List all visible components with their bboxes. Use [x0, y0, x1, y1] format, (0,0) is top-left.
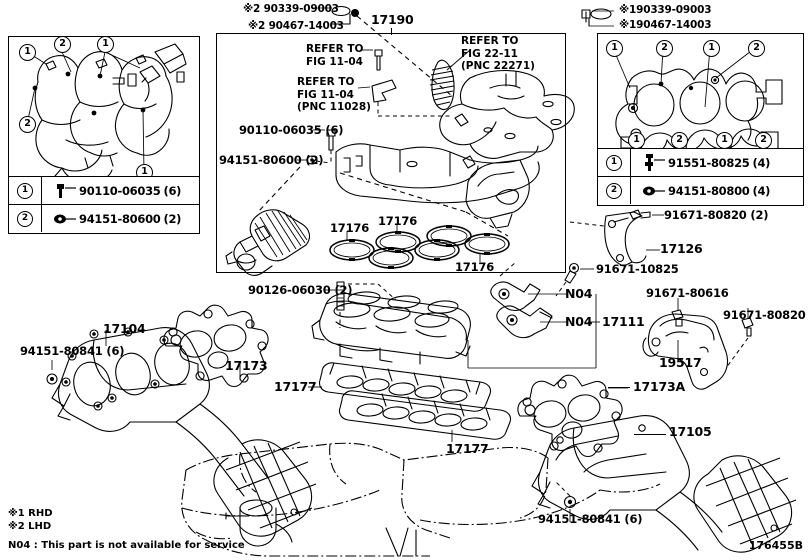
left-inset-table: 1 90110-06035 (6) 2 — [8, 176, 200, 234]
bracket-19517-art — [642, 298, 754, 390]
part-number: 91551-80825 — [668, 155, 750, 170]
label-94151-80600-main: 94151-80600 (2) — [219, 153, 324, 167]
part-qty: (4) — [752, 183, 771, 198]
label-94151-80841-bottom: 94151-80841 (6) — [538, 512, 643, 526]
label-19517: 19517 — [659, 355, 702, 370]
left-inset-balloon-4: 2 — [19, 116, 36, 133]
stud-bolt-icon — [645, 153, 665, 171]
label-91671-80820: 91671-80820 — [723, 308, 806, 322]
nut-icon — [54, 214, 76, 223]
right-inset-balloon-4: 2 — [748, 40, 765, 57]
table-row: 2 94151-80600 (2) — [9, 205, 199, 232]
label-17105-leader — [634, 434, 666, 436]
right-inset-balloon-3: 1 — [703, 40, 720, 57]
balloon-marker: 1 — [17, 182, 33, 199]
label-17176-a: 17176 — [330, 221, 370, 235]
label-90110-06035-main: 90110-06035 (6) — [239, 123, 344, 137]
label-90339-09003-lhd: ※2 90339-09003 — [243, 3, 339, 15]
label-17177-a: 17177 — [274, 379, 317, 394]
part-number: 90110-06035 — [79, 183, 161, 198]
label-90126-06030: 90126-06030 (2) — [248, 283, 353, 297]
right-inset-balloon-2: 2 — [656, 40, 673, 57]
right-inset-table: 1 91551-80825 (4) 2 — [597, 148, 804, 206]
callout-17190-leader — [391, 28, 393, 35]
label-91671-80616: 91671-80616 — [646, 286, 729, 300]
label-17104: 17104 — [103, 321, 146, 336]
table-row: 2 94151-80800 (4) — [598, 177, 803, 204]
label-17105: 17105 — [669, 424, 712, 439]
main-box-art — [225, 5, 575, 276]
right-inset-balloon-5: 1 — [628, 132, 645, 149]
gasket-17173-art — [163, 304, 269, 388]
row-part-cell: 94151-80600 (2) — [42, 210, 199, 228]
nut-icon — [643, 186, 665, 195]
gasket-rings-17176 — [329, 224, 510, 269]
refer-fig-22-11: REFER TO FIG 22-11 (PNC 22271) — [461, 35, 535, 72]
label-91671-10825: 91671-10825 — [596, 262, 679, 276]
part-qty: (4) — [752, 155, 771, 170]
row-part-cell: 90110-06035 (6) — [42, 182, 199, 200]
row-balloon-cell: 2 — [598, 177, 631, 204]
gasket-17177-art — [308, 362, 512, 442]
row-balloon-cell: 1 — [9, 177, 42, 204]
left-inset-art — [26, 43, 187, 199]
left-inset-balloon-2: 2 — [54, 36, 71, 53]
left-inset-balloon-3: 1 — [97, 36, 114, 53]
label-17111: 17111 — [602, 314, 645, 329]
right-inset-balloon-8: 2 — [755, 132, 772, 149]
note-lhd: ※2 LHD — [8, 521, 52, 532]
right-inset-box — [597, 33, 804, 150]
left-inset-box — [8, 36, 200, 193]
diagram-id: 176455B — [748, 539, 803, 552]
right-inset-balloon-6: 2 — [671, 132, 688, 149]
label-17173a-leader — [608, 387, 630, 389]
label-94151-80841-left: 94151-80841 (6) — [20, 344, 125, 358]
bracket-17126-art — [555, 209, 664, 297]
note-rhd: ※1 RHD — [8, 508, 53, 519]
label-n04-lower: N04 — [565, 314, 593, 329]
label-17176-b: 17176 — [378, 214, 418, 228]
refer-fig-11-04-a: REFER TO FIG 11-04 — [306, 43, 364, 68]
label-n04-upper: N04 — [565, 286, 593, 301]
exhaust-manifold-17105-art — [531, 415, 797, 553]
row-balloon-cell: 1 — [598, 149, 631, 176]
balloon-marker: 2 — [17, 210, 33, 227]
note-n04: N04 : This part is not available for ser… — [8, 540, 245, 551]
label-17126: 17126 — [660, 241, 703, 256]
label-17177-b: 17177 — [446, 441, 489, 456]
part-number: 94151-80600 — [79, 211, 161, 226]
part-qty: (2) — [163, 211, 182, 226]
right-inset-balloon-1: 1 — [606, 40, 623, 57]
label-90467-14003-rhd: ※190467-14003 — [619, 19, 712, 31]
label-90467-14003-lhd: ※2 90467-14003 — [248, 20, 344, 32]
label-17176-c: 17176 — [455, 260, 495, 274]
label-91671-80820-2: 91671-80820 (2) — [664, 208, 769, 222]
row-part-cell: 91551-80825 (4) — [631, 153, 803, 173]
callout-17190: 17190 — [371, 12, 414, 27]
right-inset-balloon-7: 1 — [716, 132, 733, 149]
label-17173A: 17173A — [633, 379, 685, 394]
refer-fig-11-04-b: REFER TO FIG 11-04 (PNC 11028) — [297, 76, 371, 113]
label-17173: 17173 — [225, 358, 268, 373]
row-part-cell: 94151-80800 (4) — [631, 182, 803, 200]
intake-manifold-17111-art — [311, 261, 600, 369]
row-balloon-cell: 2 — [9, 205, 42, 232]
label-90339-09003-rhd: ※190339-09003 — [619, 4, 712, 16]
balloon-marker: 2 — [606, 182, 622, 199]
engine-block-phantom-art — [181, 442, 661, 557]
bolt-icon — [57, 183, 76, 198]
table-row: 1 91551-80825 (4) — [598, 149, 803, 177]
balloon-marker: 1 — [606, 154, 622, 171]
part-number: 94151-80800 — [668, 183, 750, 198]
table-row: 1 90110-06035 (6) — [9, 177, 199, 205]
exhaust-manifold-17104-art — [46, 327, 317, 537]
left-inset-balloon-1: 1 — [19, 44, 36, 61]
part-qty: (6) — [163, 183, 182, 198]
